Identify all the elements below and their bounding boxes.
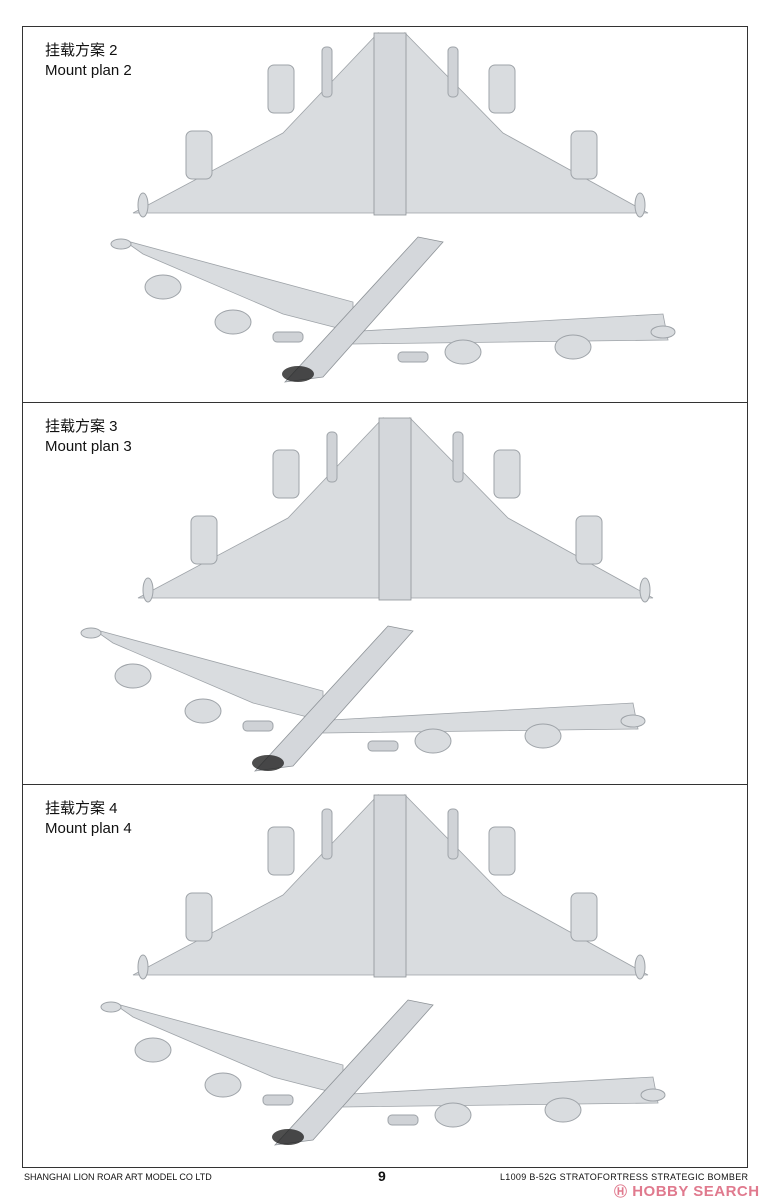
label-chinese: 挂载方案 3 [45, 418, 118, 435]
mount-plan-4-illustration [100, 794, 666, 1146]
label-chinese: 挂载方案 2 [45, 42, 118, 59]
mount-plan-2-illustration [110, 32, 676, 383]
label-english: Mount plan 2 [45, 62, 132, 79]
mount-plan-4-panel: 挂载方案 4 Mount plan 4 [22, 784, 748, 1168]
hobby-search-watermark: Ⓗ HOBBY SEARCH [614, 1181, 760, 1200]
mount-plan-2-panel: 挂载方案 2 Mount plan 2 [22, 26, 748, 404]
label-english: Mount plan 3 [45, 438, 132, 455]
label-chinese: 挂载方案 4 [45, 800, 118, 817]
mount-plan-2-label: 挂载方案 2 Mount plan 2 [45, 41, 132, 81]
hobby-search-logo-icon: Ⓗ [614, 1184, 628, 1199]
page-number: 9 [378, 1168, 386, 1184]
footer-company: SHANGHAI LION ROAR ART MODEL CO LTD [24, 1172, 212, 1182]
watermark-text: HOBBY SEARCH [632, 1183, 760, 1200]
footer-model-info: L1009 B-52G STRATOFORTRESS STRATEGIC BOM… [500, 1172, 749, 1182]
mount-plan-4-label: 挂载方案 4 Mount plan 4 [45, 799, 132, 839]
mount-plan-3-panel: 挂载方案 3 Mount plan 3 [22, 402, 748, 786]
mount-plan-3-label: 挂载方案 3 Mount plan 3 [45, 417, 132, 457]
label-english: Mount plan 4 [45, 820, 132, 837]
mount-plan-3-illustration [80, 417, 654, 772]
